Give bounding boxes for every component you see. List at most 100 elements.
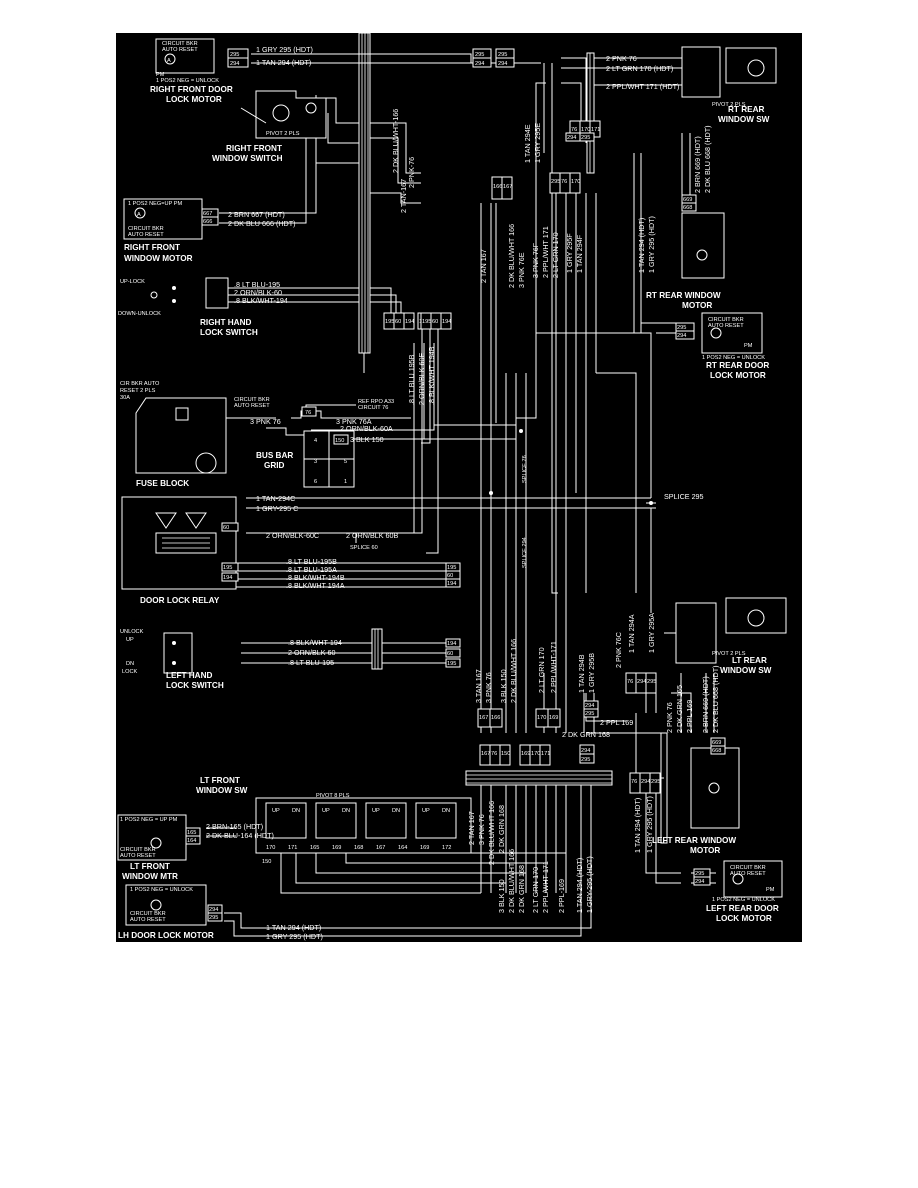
svg-text:.8 LT BLU-195: .8 LT BLU-195 (234, 280, 280, 289)
svg-text:AUTO RESET: AUTO RESET (162, 47, 198, 53)
svg-text:RIGHT FRONT: RIGHT FRONT (124, 243, 180, 252)
svg-text:SPLICE 76: SPLICE 76 (522, 455, 528, 483)
rt-rear-window-motor: RT REAR WINDOW MOTOR (646, 212, 725, 310)
svg-text:SPLICE 60: SPLICE 60 (350, 545, 378, 551)
svg-text:195: 195 (422, 319, 431, 325)
svg-text:1 GRY 295 (HDT): 1 GRY 295 (HDT) (645, 796, 654, 853)
svg-text:150: 150 (262, 859, 271, 865)
svg-text:LOCK: LOCK (122, 669, 138, 675)
svg-text:CIRCUIT BKR: CIRCUIT BKR (120, 847, 156, 853)
svg-text:295: 295 (498, 52, 507, 58)
svg-text:2 DK BLU/WHT 166: 2 DK BLU/WHT 166 (487, 801, 496, 865)
svg-text:LT FRONT: LT FRONT (130, 862, 170, 871)
rf-window-motor: A 1 POS2 NEG=UP PM CIRCUIT BKR AUTO RESE… (123, 198, 203, 263)
svg-text:1 TAN 294E: 1 TAN 294E (523, 124, 532, 163)
svg-text:295F: 295F (551, 179, 564, 185)
svg-text:1 TAN 294 (HDT): 1 TAN 294 (HDT) (266, 923, 321, 932)
svg-text:1 TAN 294F: 1 TAN 294F (575, 234, 584, 273)
svg-text:UP: UP (372, 808, 380, 814)
svg-text:2 TAN 167: 2 TAN 167 (479, 249, 488, 283)
fuse-block: CIR BKR AUTO RESET 2 PLS 30A CIRCUIT BKR… (120, 381, 394, 488)
svg-text:2 BRN-165 (HDT): 2 BRN-165 (HDT) (206, 822, 263, 831)
svg-text:LOCK MOTOR: LOCK MOTOR (710, 371, 766, 380)
svg-text:1 GRY 295 (HDT): 1 GRY 295 (HDT) (647, 216, 656, 273)
svg-text:AUTO RESET: AUTO RESET (120, 853, 156, 859)
svg-text:AUTO RESET: AUTO RESET (130, 917, 166, 923)
svg-text:169: 169 (549, 715, 558, 721)
svg-text:LEFT REAR DOOR: LEFT REAR DOOR (706, 904, 779, 913)
svg-text:60: 60 (395, 319, 401, 325)
svg-text:150: 150 (335, 438, 344, 444)
svg-text:2 DK BLU 666 (HDT): 2 DK BLU 666 (HDT) (228, 219, 296, 228)
lh-lock-harness (371, 628, 383, 670)
svg-text:CIRCUIT BKR: CIRCUIT BKR (234, 397, 270, 403)
svg-text:2 DK BLU 668 (HDT): 2 DK BLU 668 (HDT) (711, 665, 720, 733)
svg-text:170: 170 (537, 715, 546, 721)
svg-text:295: 295 (695, 871, 704, 877)
svg-text:2 DK BLU/WHT 166: 2 DK BLU/WHT 166 (507, 224, 516, 288)
svg-text:294: 294 (585, 703, 594, 709)
lower-harness-horizontal (465, 770, 613, 786)
svg-text:195: 195 (447, 661, 456, 667)
lt-front-window-sw: PIVOT 8 PLS LT FRONT WINDOW SW UP DN UP … (196, 776, 472, 865)
svg-text:A: A (137, 212, 141, 218)
svg-text:666: 666 (203, 219, 212, 225)
svg-text:LOCK MOTOR: LOCK MOTOR (716, 914, 772, 923)
svg-text:LT FRONT: LT FRONT (200, 776, 240, 785)
svg-text:60: 60 (432, 319, 438, 325)
svg-text:1 POS2 NEG = UNLOCK: 1 POS2 NEG = UNLOCK (712, 897, 775, 903)
svg-text:2 ORN/BLK 60E: 2 ORN/BLK 60E (417, 352, 426, 405)
svg-text:294: 294 (695, 879, 704, 885)
svg-text:LOCK SWITCH: LOCK SWITCH (200, 328, 258, 337)
svg-text:1 TAN-294C: 1 TAN-294C (256, 494, 295, 503)
svg-text:295: 295 (677, 325, 686, 331)
svg-text:166: 166 (491, 715, 500, 721)
svg-text:165: 165 (310, 845, 319, 851)
svg-text:3 BLK 150: 3 BLK 150 (497, 879, 506, 913)
svg-text:60: 60 (447, 651, 453, 657)
svg-text:UP: UP (272, 808, 280, 814)
svg-text:194: 194 (447, 581, 456, 587)
svg-text:LEFT REAR WINDOW: LEFT REAR WINDOW (652, 836, 736, 845)
svg-text:76: 76 (571, 127, 577, 133)
svg-text:WINDOW MTR: WINDOW MTR (122, 872, 178, 881)
svg-text:2 PNK-76: 2 PNK-76 (407, 157, 416, 188)
svg-text:1 GRY 295E: 1 GRY 295E (533, 123, 542, 163)
svg-text:1 GRY 295F: 1 GRY 295F (565, 233, 574, 273)
svg-text:1 POS2 NEG=UP PM: 1 POS2 NEG=UP PM (128, 201, 182, 207)
svg-text:2 LT GRN 170 (HDT): 2 LT GRN 170 (HDT) (606, 64, 673, 73)
svg-text:76: 76 (491, 751, 497, 757)
svg-text:2 BRN 667 (HDT): 2 BRN 667 (HDT) (228, 210, 285, 219)
svg-text:2 TAN-167: 2 TAN-167 (399, 179, 408, 213)
svg-text:.8 BLK/WHT-194B: .8 BLK/WHT-194B (286, 573, 345, 582)
svg-text:UP: UP (422, 808, 430, 814)
svg-text:RT REAR: RT REAR (728, 105, 764, 114)
rt-rear-door-lock-motor: CIRCUIT BKR AUTO RESET PM 1 POS2 NEG = U… (701, 312, 769, 380)
svg-text:2 ORN/BLK 60B: 2 ORN/BLK 60B (346, 531, 399, 540)
svg-text:.8 BLK/WHT 194B: .8 BLK/WHT 194B (427, 346, 436, 405)
svg-text:DN: DN (292, 808, 300, 814)
svg-text:1 POS2 NEG = UNLOCK: 1 POS2 NEG = UNLOCK (702, 355, 765, 361)
svg-text:194: 194 (447, 641, 456, 647)
lt-rear-window-sw: PIVOT 2 PLS LT REAR WINDOW SW (675, 597, 787, 675)
svg-text:667: 667 (203, 211, 212, 217)
svg-text:2 BRN 669 (HDT): 2 BRN 669 (HDT) (701, 676, 710, 733)
svg-text:UNLOCK: UNLOCK (120, 629, 144, 635)
wiring-diagram-panel: A CIRCUIT BKR AUTO RESET PM 1 POS2 NEG =… (116, 33, 802, 942)
svg-text:2 DK BLU/WHT 166: 2 DK BLU/WHT 166 (509, 639, 518, 703)
door-lock-relay: DOOR LOCK RELAY (121, 496, 237, 605)
svg-text:3 BLK 150: 3 BLK 150 (350, 435, 384, 444)
svg-text:294: 294 (498, 61, 507, 67)
svg-text:2 DK BLU-164 (HDT): 2 DK BLU-164 (HDT) (206, 831, 274, 840)
svg-text:LH DOOR LOCK MOTOR: LH DOOR LOCK MOTOR (118, 931, 214, 940)
svg-text:2 PPL/WHT 171 (HDT): 2 PPL/WHT 171 (HDT) (606, 82, 679, 91)
svg-text:669: 669 (683, 197, 692, 203)
svg-text:170: 170 (266, 845, 275, 851)
svg-text:170: 170 (531, 751, 540, 757)
svg-text:CIRCUIT BKR: CIRCUIT BKR (162, 41, 198, 47)
svg-text:GRID: GRID (264, 461, 285, 470)
svg-text:CIRCUIT BKR: CIRCUIT BKR (730, 865, 766, 871)
svg-text:CIRCUIT BKR: CIRCUIT BKR (708, 317, 744, 323)
svg-text:PM: PM (744, 343, 753, 349)
lh-door-lock-motor: 1 POS2 NEG = UNLOCK CIRCUIT BKR AUTO RES… (118, 884, 214, 940)
